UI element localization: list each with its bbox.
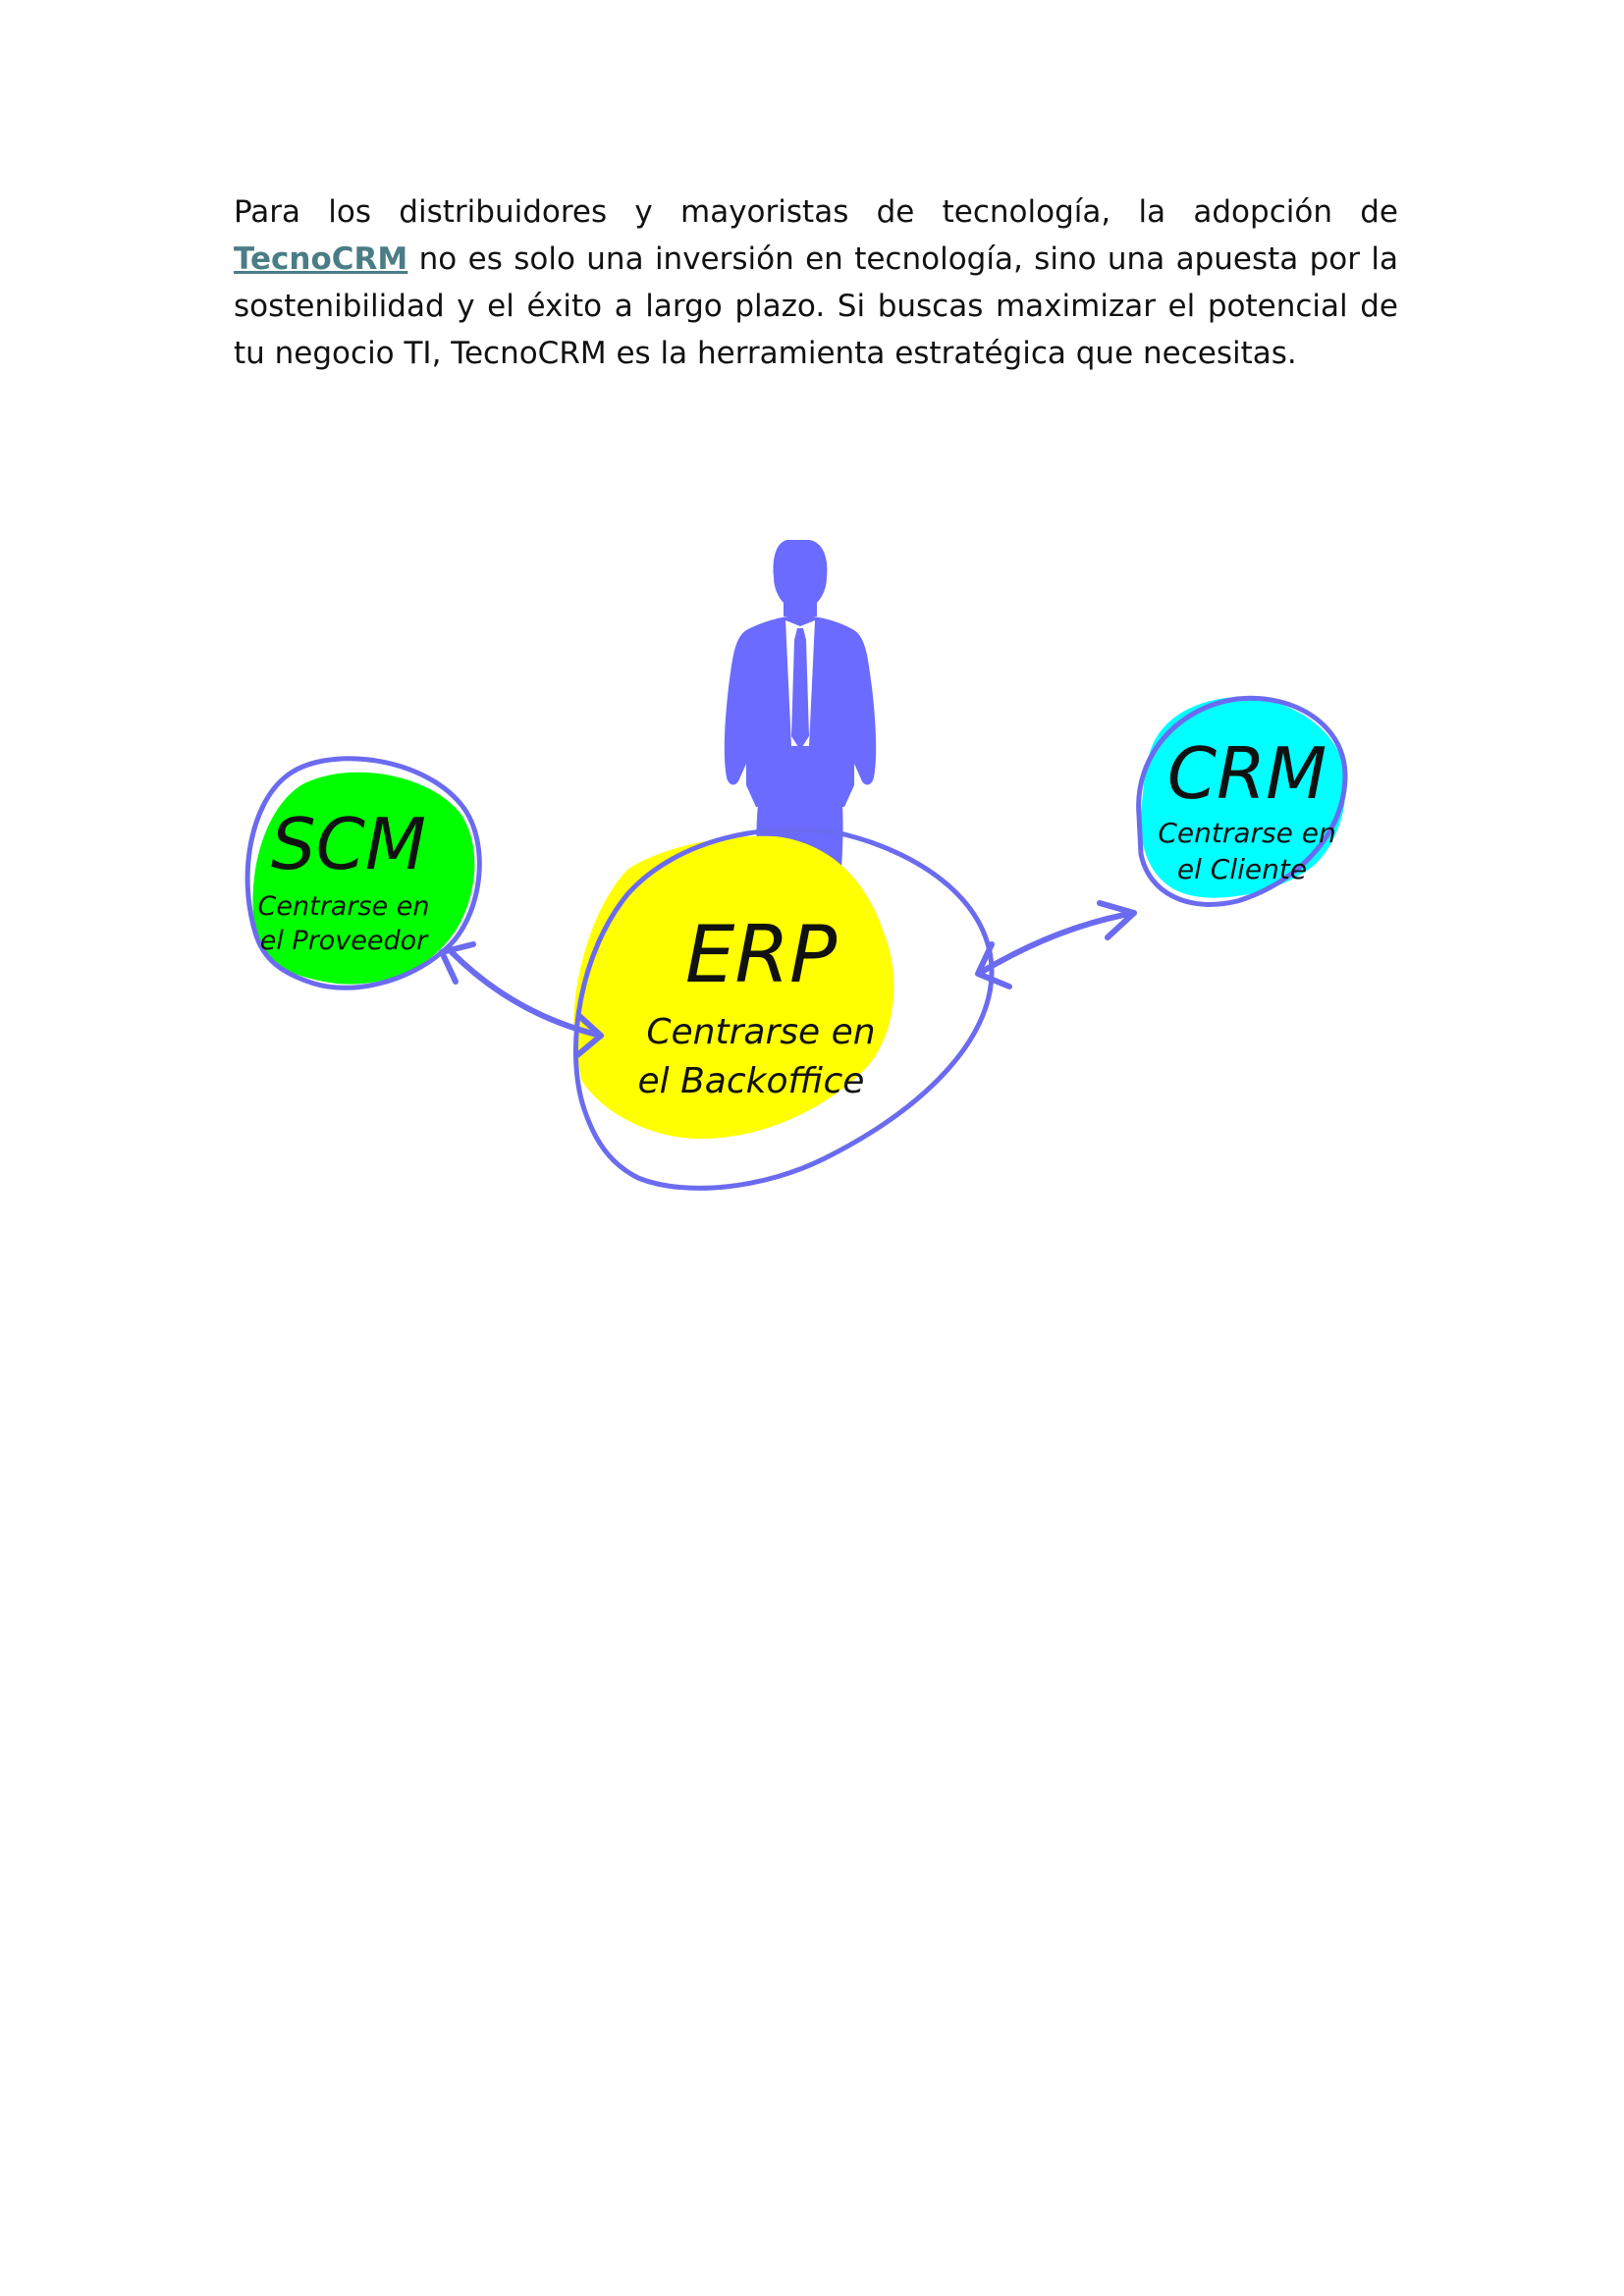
scm-fill xyxy=(252,772,475,985)
crm-line1: Centrarse en xyxy=(1158,817,1335,849)
erp-title: ERP xyxy=(685,909,838,1000)
crm-fill xyxy=(1140,697,1346,898)
scm-title: SCM xyxy=(271,803,426,885)
erp-fill xyxy=(573,835,894,1140)
paragraph-text-before: Para los distribuidores y mayoristas de … xyxy=(234,194,1398,230)
crm-line2: el Cliente xyxy=(1177,853,1307,885)
scm-bubble: SCM Centrarse en el Proveedor xyxy=(244,756,482,990)
erp-crm-arrow xyxy=(975,900,1137,989)
scm-outline xyxy=(244,756,482,990)
body-paragraph: Para los distribuidores y mayoristas de … xyxy=(234,188,1398,377)
erp-crm-scm-diagram: SCM Centrarse en el Proveedor ERP Centra… xyxy=(216,520,1434,1482)
paragraph-text-after: no es solo una inversión en tecnología, … xyxy=(234,241,1398,371)
crm-title: CRM xyxy=(1167,732,1326,815)
erp-line1: Centrarse en xyxy=(646,1012,875,1052)
tecnocrm-link[interactable]: TecnoCRM xyxy=(234,241,408,277)
crm-bubble: CRM Centrarse en el Cliente xyxy=(1136,695,1348,907)
scm-line1: Centrarse en xyxy=(258,891,430,922)
crm-outline xyxy=(1136,695,1348,907)
tie-icon xyxy=(791,628,809,750)
diagram-svg: SCM Centrarse en el Proveedor ERP Centra… xyxy=(244,540,1348,1191)
scm-line2: el Proveedor xyxy=(260,926,429,956)
erp-bubble: ERP Centrarse en el Backoffice xyxy=(573,827,995,1191)
scm-erp-arrow xyxy=(439,941,604,1058)
erp-line2: el Backoffice xyxy=(638,1061,865,1101)
